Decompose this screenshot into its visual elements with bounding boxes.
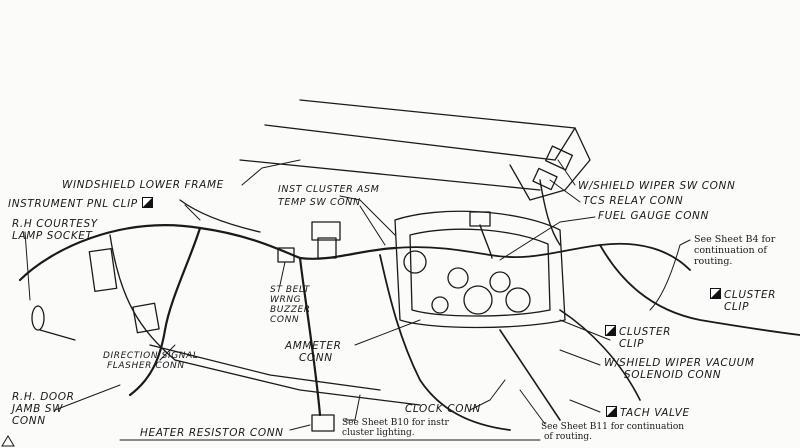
- flasher-conn-line: FLASHER CONN: [107, 360, 185, 371]
- buzzer-connector: [311, 221, 341, 241]
- gauge-left: [403, 250, 427, 274]
- label-wshield-wiper-vacuum-solenoid-conn: W/SHIELD WIPER VACUUM SOLENOID CONN: [604, 357, 755, 381]
- cluster-clip-right-line-2: CLIP: [724, 300, 750, 313]
- cluster-clip-mid-line-2: CLIP: [619, 337, 645, 350]
- tach-valve-text: TACH VALVE: [620, 407, 690, 419]
- windshield-frame-line: [299, 99, 576, 129]
- b11-line-2: of routing.: [544, 432, 593, 443]
- b4-line-2: continuation of: [694, 244, 767, 256]
- label-instrument-pnl-clip: INSTRUMENT PNL CLIP: [8, 197, 153, 210]
- b4-line-3: routing.: [694, 255, 733, 267]
- instrument-cluster-housing: [394, 210, 566, 329]
- note-see-sheet-b10: See Sheet B10 for instr cluster lighting…: [342, 418, 449, 439]
- cluster-clip-right-line-1: CLUSTER: [724, 289, 777, 301]
- gauge-right: [489, 271, 511, 293]
- label-clock-conn: CLOCK CONN: [405, 403, 481, 415]
- warning-triangle-icon: [1, 435, 15, 447]
- gauge-mid: [447, 267, 469, 289]
- clip-square-icon: [710, 288, 721, 299]
- vacuum-line-1: W/SHIELD WIPER VACUUM: [604, 357, 755, 369]
- instrument-pnl-clip-text: INSTRUMENT PNL CLIP: [8, 198, 138, 210]
- jamb-sw-line: JAMB SW: [12, 402, 64, 415]
- heater-resistor-connector: [311, 414, 335, 432]
- label-inst-cluster-asm: INST CLUSTER ASM: [278, 184, 380, 195]
- clip-square-icon: [606, 406, 617, 417]
- lamp-socket-line: LAMP SOCKET: [12, 230, 93, 243]
- ammeter-line: AMMETER: [285, 340, 342, 352]
- label-wshield-wiper-sw-conn: W/SHIELD WIPER SW CONN: [578, 180, 736, 192]
- label-cluster-clip-mid: CLUSTER CLIP: [605, 325, 671, 350]
- st-belt-line: ST BELT: [270, 285, 311, 295]
- door-conn-line: CONN: [12, 414, 46, 427]
- conn-line: CONN: [270, 314, 300, 325]
- courtesy-lamp: [31, 305, 45, 331]
- cluster-clip-mid-line-1: CLUSTER: [619, 326, 672, 338]
- harness-main: [18, 224, 397, 282]
- label-windshield-lower-frame: WINDSHIELD LOWER FRAME: [62, 179, 224, 191]
- label-fuel-gauge-conn: FUEL GAUGE CONN: [598, 210, 709, 222]
- label-direction-signal-flasher-conn: DIRECTION SIGNAL FLASHER CONN: [103, 351, 199, 372]
- label-cluster-clip-right: CLUSTER CLIP: [710, 288, 776, 313]
- label-temp-sw-conn: TEMP SW CONN: [278, 197, 361, 208]
- b4-line-1: See Sheet B4 for: [694, 234, 776, 245]
- b10-line-2: cluster lighting.: [342, 428, 415, 439]
- flasher-connector: [132, 302, 160, 334]
- label-rh-courtesy-lamp-socket: R.H COURTESY LAMP SOCKET: [12, 218, 98, 242]
- label-tach-valve: TACH VALVE: [606, 406, 690, 419]
- rh-door-line: R.H. DOOR: [12, 391, 75, 403]
- rh-courtesy-line: R.H COURTESY: [12, 218, 98, 230]
- b11-line-1: See Sheet B11 for continuation: [541, 422, 685, 432]
- note-see-sheet-b4: See Sheet B4 for continuation of routing…: [694, 234, 776, 268]
- note-see-sheet-b11: See Sheet B11 for continuation of routin…: [541, 422, 684, 443]
- clip-square-icon: [605, 325, 616, 336]
- direction-signal-line: DIRECTION SIGNAL: [103, 351, 199, 361]
- wrng-line: WRNG: [270, 294, 302, 305]
- wiper-sw-connector: [544, 145, 574, 171]
- label-rh-door-jamb-sw-conn: R.H. DOOR JAMB SW CONN: [12, 391, 75, 427]
- label-tcs-relay-conn: TCS RELAY CONN: [583, 195, 684, 207]
- vacuum-line-2: SOLENOID CONN: [624, 369, 722, 382]
- ammeter-conn-line: CONN: [299, 352, 333, 365]
- buzzer-line: BUZZER: [270, 304, 311, 315]
- label-st-belt-wrng-buzzer-conn: ST BELT WRNG BUZZER CONN: [270, 285, 311, 326]
- clip-square-icon: [141, 197, 153, 208]
- b10-line-1: See Sheet B10 for instr: [342, 418, 449, 428]
- label-ammeter-conn: AMMETER CONN: [285, 340, 341, 364]
- label-heater-resistor-conn: HEATER RESISTOR CONN: [140, 427, 284, 439]
